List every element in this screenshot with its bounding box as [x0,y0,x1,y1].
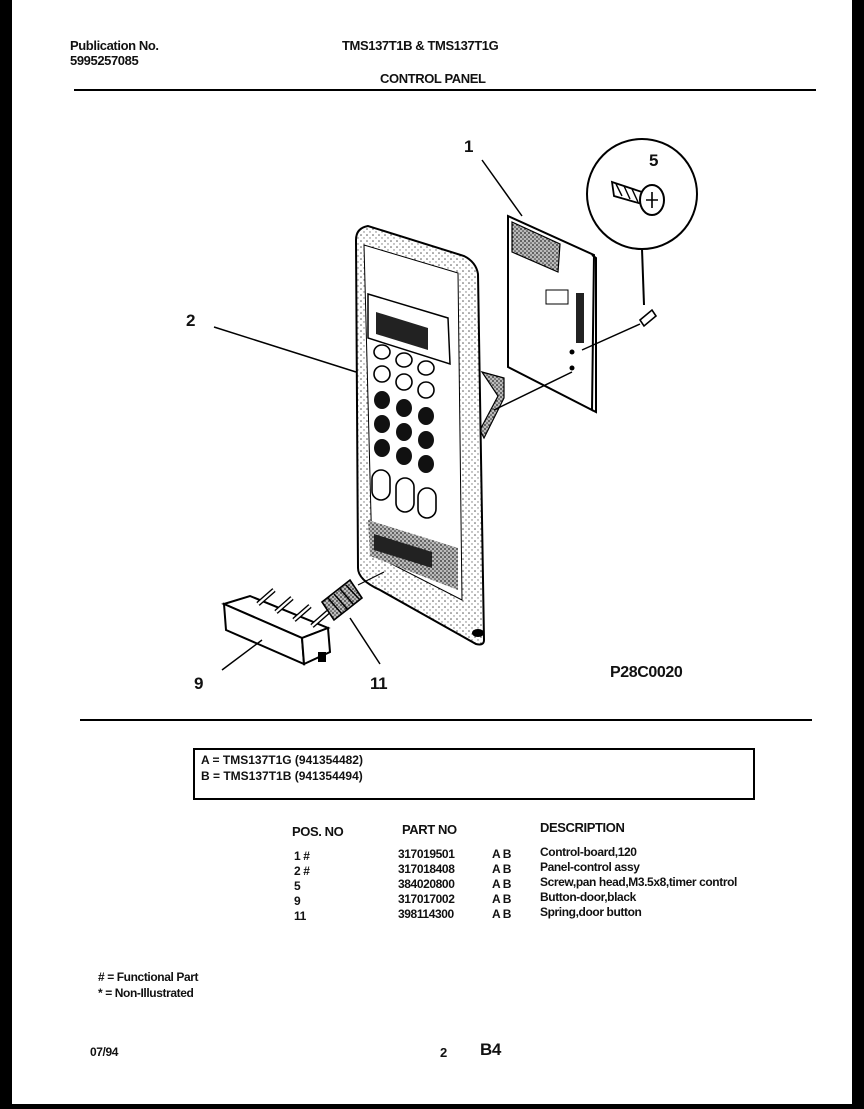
row-part-no: 384020800 [398,877,455,891]
row-pos: 2 # [294,864,310,878]
publication-number: 5995257085 [70,53,139,68]
footer-page: 2 [440,1045,447,1060]
row-description: Control-board,120 [540,845,637,859]
row-models: A B [492,877,512,891]
legend-functional: # = Functional Part [98,970,199,984]
column-header-pos: POS. NO [292,824,344,839]
parts-sheet: Publication No. 5995257085 TMS137T1B & T… [12,0,852,1104]
row-part-no: 398114300 [398,907,454,921]
row-models: A B [492,892,512,906]
publication-label: Publication No. [70,38,159,53]
footer-date: 07/94 [90,1045,119,1059]
door-button [221,588,332,666]
callout-11: 11 [370,674,388,693]
model-title: TMS137T1B & TMS137T1G [342,38,499,53]
exploded-diagram [213,138,698,671]
figure-rule [80,719,812,721]
control-panel-assembly [354,224,486,646]
row-description: Button-door,black [540,890,636,904]
footer-code: B4 [480,1040,501,1059]
column-header-description: DESCRIPTION [540,820,625,835]
row-part-no: 317017002 [398,892,455,906]
row-description: Screw,pan head,M3.5x8,timer control [540,875,737,889]
header-rule [74,89,816,91]
row-pos: 5 [294,879,301,893]
model-key-b: B = TMS137T1B (941354494) [201,769,363,783]
row-models: A B [492,862,512,876]
row-pos: 1 # [294,849,310,863]
row-part-no: 317018408 [398,862,455,876]
callout-1: 1 [464,137,474,156]
control-board [479,214,597,440]
row-pos: 9 [294,894,301,908]
leader-lines [213,159,523,671]
row-pos: 11 [294,909,306,923]
row-models: A B [492,847,512,861]
screw-detail [581,138,698,351]
section-title: CONTROL PANEL [380,71,486,86]
callout-9: 9 [194,674,204,693]
row-description: Panel-control assy [540,860,640,874]
column-header-part: PART NO [402,822,457,837]
door-button-spring [320,571,385,622]
callout-5: 5 [649,151,659,170]
model-key-box: A = TMS137T1G (941354482) B = TMS137T1B … [193,748,755,800]
legend-non-illustrated: * = Non-Illustrated [98,986,194,1000]
figure-code: P28C0020 [610,664,683,681]
callout-2: 2 [186,311,196,330]
row-models: A B [492,907,512,921]
row-description: Spring,door button [540,905,642,919]
row-part-no: 317019501 [398,847,455,861]
model-key-a: A = TMS137T1G (941354482) [201,753,363,767]
